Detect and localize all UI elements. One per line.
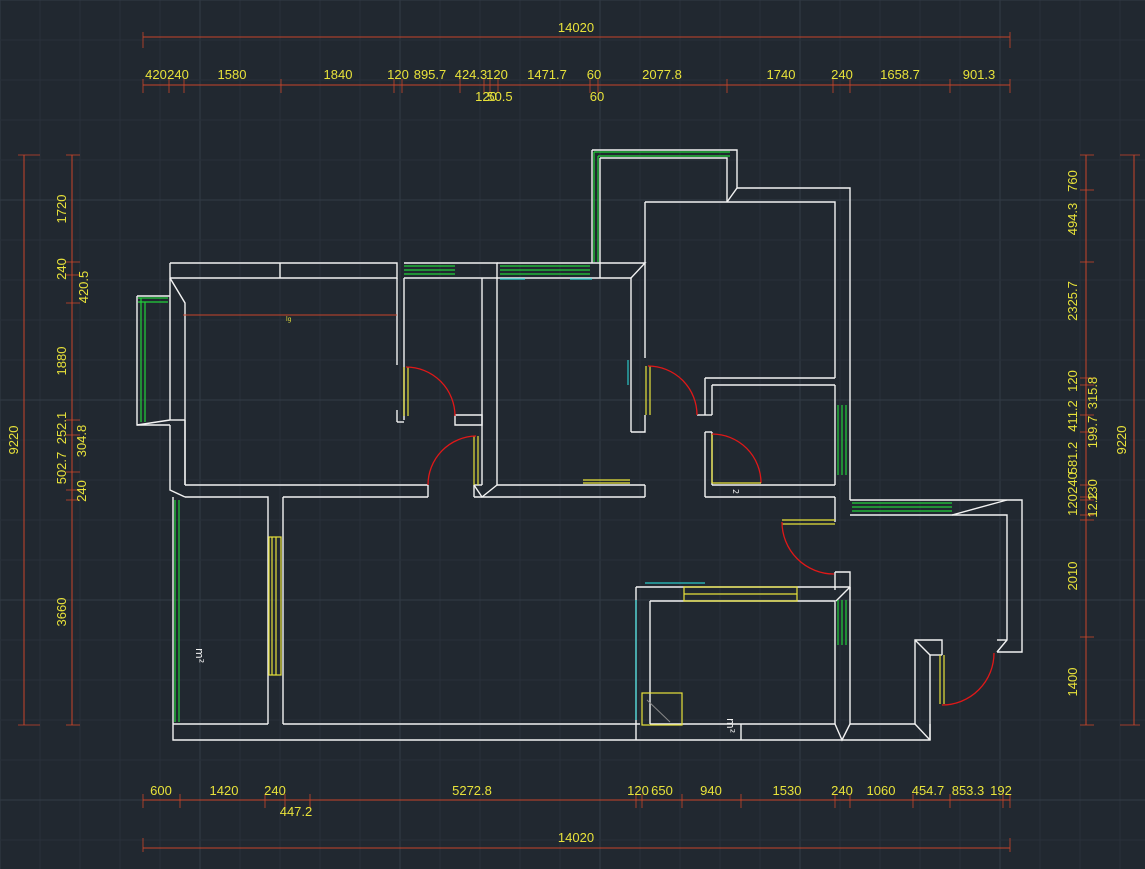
top-sub-dimension: 60	[590, 89, 604, 104]
left-dimension: 240	[74, 480, 89, 502]
bottom-dimension: 1530	[773, 783, 802, 798]
left-dimension: 304.8	[74, 425, 89, 458]
bottom-dimension: 600	[150, 783, 172, 798]
bottom-dimension: 853.3	[952, 783, 985, 798]
left-dimension: 252.1	[54, 412, 69, 445]
annotation-mark: lg	[286, 316, 292, 323]
right-dimension: 411.2	[1065, 400, 1080, 432]
right-dimension: 2325.7	[1065, 281, 1080, 321]
left-dimension: 1880	[54, 347, 69, 376]
right-total-dimension: 9220	[1114, 426, 1129, 455]
bottom-sub-dimension: 447.2	[280, 804, 313, 819]
left-dimension: 502.7	[54, 452, 69, 485]
right-dimension: 760	[1065, 170, 1080, 192]
bottom-dimension: 5272.8	[452, 783, 492, 798]
top-dimension: 2077.8	[642, 67, 682, 82]
top-dimension: 240	[167, 67, 189, 82]
accents	[500, 278, 705, 720]
top-sub-dimension: 120	[475, 89, 497, 104]
right-dimension: 2010	[1065, 562, 1080, 591]
left-total-dimension: 9220	[6, 426, 21, 455]
bottom-dimension: 120	[627, 783, 649, 798]
room-area-label-kitchen: m²	[724, 718, 737, 733]
bottom-dimension: 454.7	[912, 783, 945, 798]
left-dimension: 1720	[54, 195, 69, 224]
right-dimension: 315.8	[1085, 377, 1100, 410]
doors	[183, 314, 995, 706]
top-sub-dimension: 50.5	[487, 89, 512, 104]
walls	[136, 149, 1023, 742]
right-dimension: 120	[1065, 370, 1080, 392]
dimension-ticks	[66, 79, 1094, 808]
dimension-lines	[18, 32, 1140, 852]
left-dimension: 420.5	[76, 271, 91, 304]
right-dimension: 581.2	[1065, 442, 1080, 475]
top-dimension: 60	[587, 67, 601, 82]
top-dimension: 240	[831, 67, 853, 82]
top-dimension: 120	[486, 67, 508, 82]
bottom-total-dimension: 14020	[558, 830, 594, 845]
top-dimension: 420	[145, 67, 167, 82]
windows	[138, 151, 952, 722]
bottom-dimension: 240	[264, 783, 286, 798]
top-dimension: 1658.7	[880, 67, 920, 82]
bottom-dimension: 192	[990, 783, 1012, 798]
top-dimension: 901.3	[963, 67, 996, 82]
bottom-dimension: 240	[831, 783, 853, 798]
right-dimension: 12.2	[1085, 492, 1100, 517]
top-dimension: 1580	[218, 67, 247, 82]
top-dimension: 120	[387, 67, 409, 82]
right-dimension: 120	[1065, 494, 1080, 516]
top-dimension: 424.3	[455, 67, 488, 82]
top-dimension: 895.7	[414, 67, 447, 82]
right-dimension: 1400	[1065, 668, 1080, 697]
right-dimension: 130	[1085, 479, 1100, 501]
left-dimension: 3660	[54, 598, 69, 627]
bottom-dimension: 940	[700, 783, 722, 798]
room-area-label-bath: 2	[731, 489, 740, 494]
bottom-dimension: 650	[651, 783, 673, 798]
bottom-dimension: 1420	[210, 783, 239, 798]
top-dimension: 1740	[767, 67, 796, 82]
bottom-dimension: 1060	[867, 783, 896, 798]
right-dimension: 494.3	[1065, 203, 1080, 236]
right-dimension: 240	[1065, 472, 1080, 494]
top-dimension: 1840	[324, 67, 353, 82]
room-area-label-living: m²	[193, 648, 206, 663]
top-total-dimension: 14020	[558, 20, 594, 35]
top-dimension: 1471.7	[527, 67, 567, 82]
left-dimension: 240	[54, 258, 69, 280]
right-dimension: 199.7	[1085, 416, 1100, 449]
